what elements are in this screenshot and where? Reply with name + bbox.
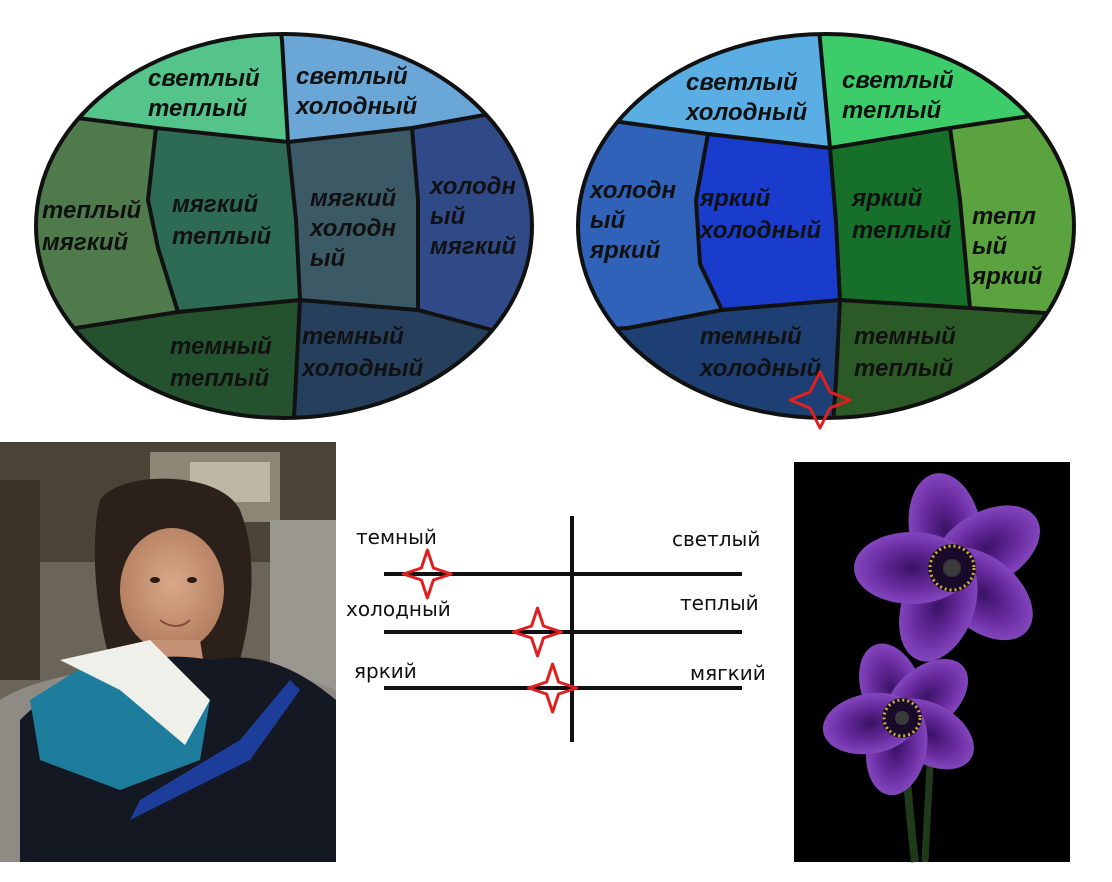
segment-bright-warm <box>830 128 970 308</box>
star-marker-icon <box>788 370 852 430</box>
segment-cool-bright <box>578 120 722 332</box>
star-marker-icon <box>512 606 564 658</box>
scales-diagram: темный светлый холодный теплый яркий мягкий <box>346 516 766 742</box>
flower-photo <box>794 462 1070 863</box>
scale-row: темный светлый <box>356 525 760 600</box>
scale-right-label: мягкий <box>690 661 766 685</box>
scale-right-label: теплый <box>680 591 759 615</box>
segment-soft-cool <box>288 128 418 310</box>
star-marker-icon <box>401 548 453 600</box>
segment-soft-warm <box>148 128 300 312</box>
scale-right-label: светлый <box>672 527 760 551</box>
scale-row: холодный теплый <box>346 591 759 658</box>
scale-row: яркий мягкий <box>354 659 766 714</box>
scale-left-label: темный <box>356 525 437 549</box>
segment-bright-cool <box>696 134 840 310</box>
scale-left-label: холодный <box>346 597 451 621</box>
scale-left-label: яркий <box>354 659 417 683</box>
portrait-photo <box>0 442 336 862</box>
star-marker-icon <box>527 662 579 714</box>
